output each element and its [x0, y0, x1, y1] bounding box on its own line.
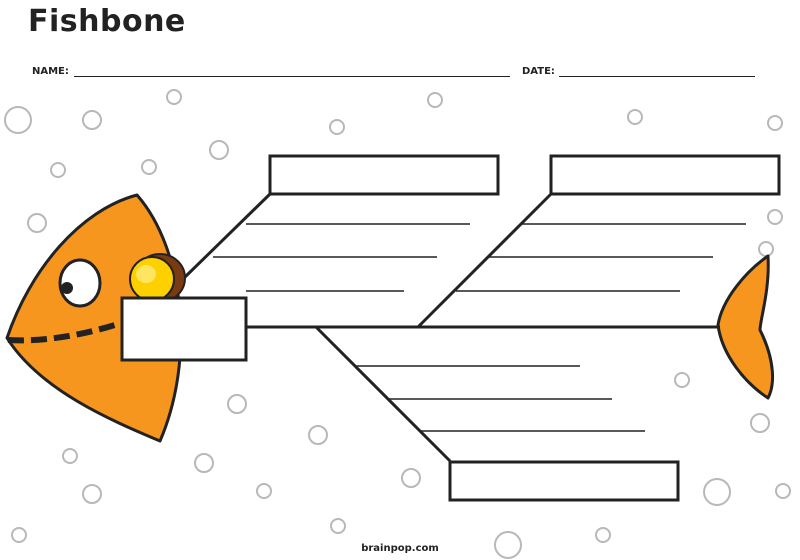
bubbles — [4, 89, 791, 559]
bubble — [750, 413, 770, 433]
bones — [183, 192, 553, 463]
name-label: NAME: — [32, 66, 69, 77]
bubble — [401, 468, 421, 488]
bone-top-left — [183, 192, 272, 279]
cause-box-bottom[interactable] — [448, 460, 680, 502]
bubble — [767, 209, 783, 225]
bubble — [256, 483, 272, 499]
bubble — [595, 527, 611, 543]
bubble — [166, 89, 182, 105]
cause-box-top-right[interactable] — [549, 154, 781, 196]
bubble — [330, 518, 346, 534]
cause-box-top-left[interactable] — [268, 154, 500, 196]
page-title: Fishbone — [28, 4, 186, 39]
date-label: DATE: — [522, 66, 555, 77]
bubble — [82, 484, 102, 504]
bubble — [758, 241, 774, 257]
bubble — [703, 478, 731, 506]
bubble — [11, 527, 27, 543]
bubble — [674, 372, 690, 388]
bone-top-right — [416, 192, 553, 329]
bubble — [308, 425, 328, 445]
bubble — [494, 531, 522, 559]
writing-lines — [213, 223, 746, 432]
bubble — [627, 109, 643, 125]
bubble — [227, 394, 247, 414]
bubble — [329, 119, 345, 135]
bubble — [50, 162, 66, 178]
bubble — [82, 110, 102, 130]
bubble — [194, 453, 214, 473]
head-box[interactable] — [120, 296, 248, 362]
bubble — [767, 115, 783, 131]
left-eye-icon — [58, 258, 102, 308]
fish-mouth — [7, 321, 119, 344]
bubble — [775, 483, 791, 499]
fish-tail — [716, 254, 774, 400]
bubble — [4, 106, 32, 134]
name-field[interactable] — [74, 76, 510, 77]
bubble — [209, 140, 229, 160]
bone-bottom — [314, 325, 452, 463]
bubble — [141, 159, 157, 175]
bubble — [27, 213, 47, 233]
bubble — [427, 92, 443, 108]
date-field[interactable] — [559, 76, 755, 77]
right-eye-icon — [129, 253, 186, 303]
footer-text: brainpop.com — [361, 543, 439, 554]
bubble — [62, 448, 78, 464]
